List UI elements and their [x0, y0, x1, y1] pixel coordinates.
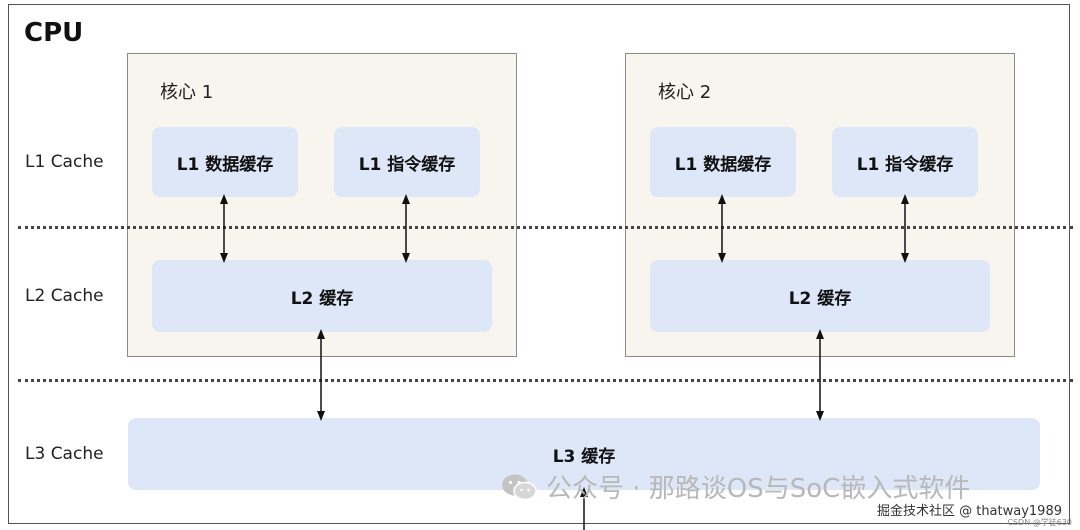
- core-2-l1-data-cache: L1 数据缓存: [650, 127, 796, 197]
- cpu-label: CPU: [24, 18, 84, 48]
- core-2-l2-cache: L2 缓存: [650, 260, 990, 332]
- core-2-l1-instr-cache: L1 指令缓存: [832, 127, 978, 197]
- core-1-l1-instr-cache: L1 指令缓存: [334, 127, 480, 197]
- wechat-icon: [502, 474, 537, 500]
- level-label-l1: L1 Cache: [25, 152, 104, 172]
- core-1-l2-cache: L2 缓存: [152, 260, 492, 332]
- csdn-watermark: CSDN @学徒630: [1007, 518, 1072, 527]
- wechat-watermark-text: 公众号 · 那路谈OS与SoC嵌入式软件: [546, 474, 971, 504]
- level-separator-l2-l3: [18, 379, 1073, 382]
- core-1-l1-data-cache: L1 数据缓存: [152, 127, 298, 197]
- core-2-title: 核心 2: [658, 82, 712, 103]
- juejin-watermark: 掘金技术社区 @ thatway1989: [874, 500, 1064, 519]
- core-1-title: 核心 1: [160, 82, 214, 103]
- level-label-l2: L2 Cache: [25, 286, 104, 306]
- l3-cache: L3 缓存: [128, 418, 1040, 490]
- level-label-l3: L3 Cache: [25, 444, 104, 464]
- wechat-watermark: 公众号 · 那路谈OS与SoC嵌入式软件: [500, 468, 970, 505]
- level-separator-l1-l2: [18, 226, 1073, 229]
